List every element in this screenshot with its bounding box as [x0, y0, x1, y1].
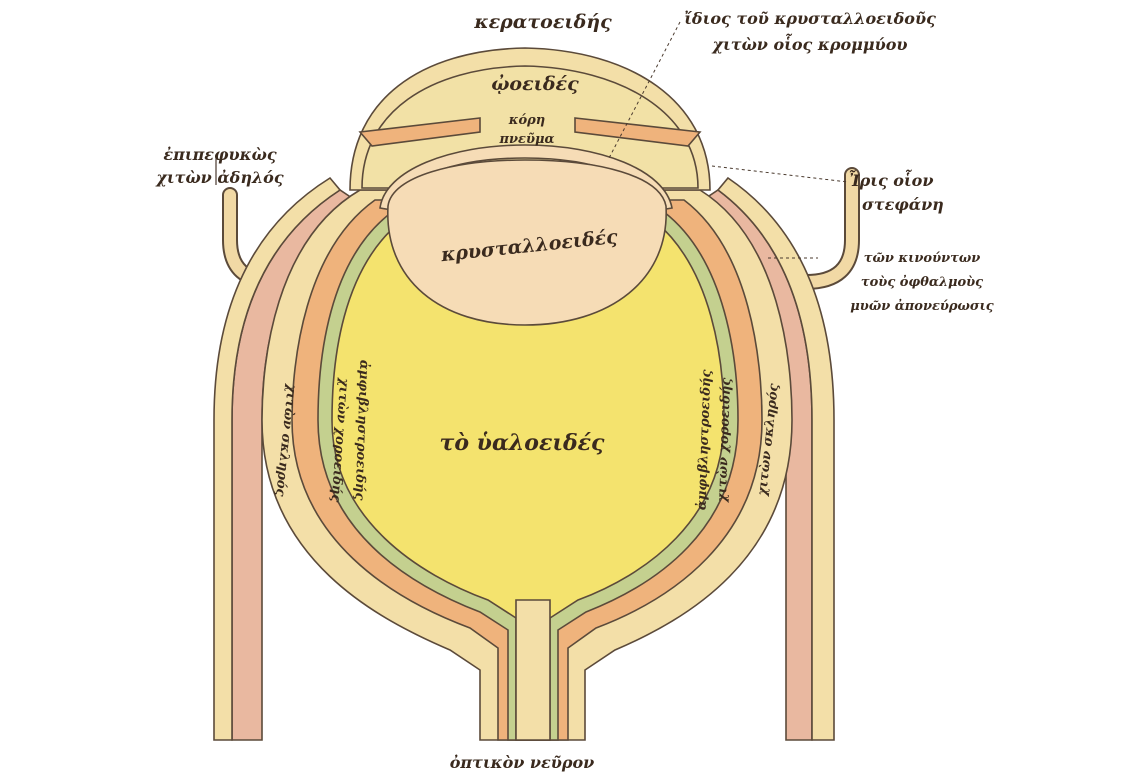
- label-aqueous: ᾠοειδές: [491, 73, 579, 95]
- label-iris-line2: στεφάνη: [862, 195, 944, 214]
- leader-iris: [712, 166, 848, 182]
- label-iris-line1: Ἶρις οἷον: [848, 168, 933, 190]
- label-lens-capsule-line1: ἴδιος τοῦ κρυσταλλοειδοῦς: [684, 9, 936, 28]
- label-cornea: κερατοειδής: [473, 11, 612, 33]
- label-pupil-line2: πνεῦμα: [499, 132, 555, 147]
- optic-nerve: [516, 600, 550, 740]
- label-muscles-line3: μυῶν ἀπονεύρωσις: [850, 299, 993, 314]
- label-muscles-line2: τοὺς ὀφθαλμοὺς: [861, 275, 983, 290]
- label-muscles-line1: τῶν κινούντων: [864, 251, 981, 266]
- label-optic-nerve: ὀπτικὸν νεῦρον: [450, 753, 595, 772]
- label-conjunctiva-line2: χιτὼν ἀδηλός: [155, 168, 283, 187]
- label-conjunctiva-line1: ἐπιπεφυκὼς: [163, 145, 276, 164]
- label-pupil-line1: κόρη: [508, 113, 546, 128]
- label-lens-capsule-line2: χιτὼν οἷος κρομμύου: [712, 32, 908, 54]
- label-vitreous: τὸ ὑαλοειδές: [440, 430, 605, 456]
